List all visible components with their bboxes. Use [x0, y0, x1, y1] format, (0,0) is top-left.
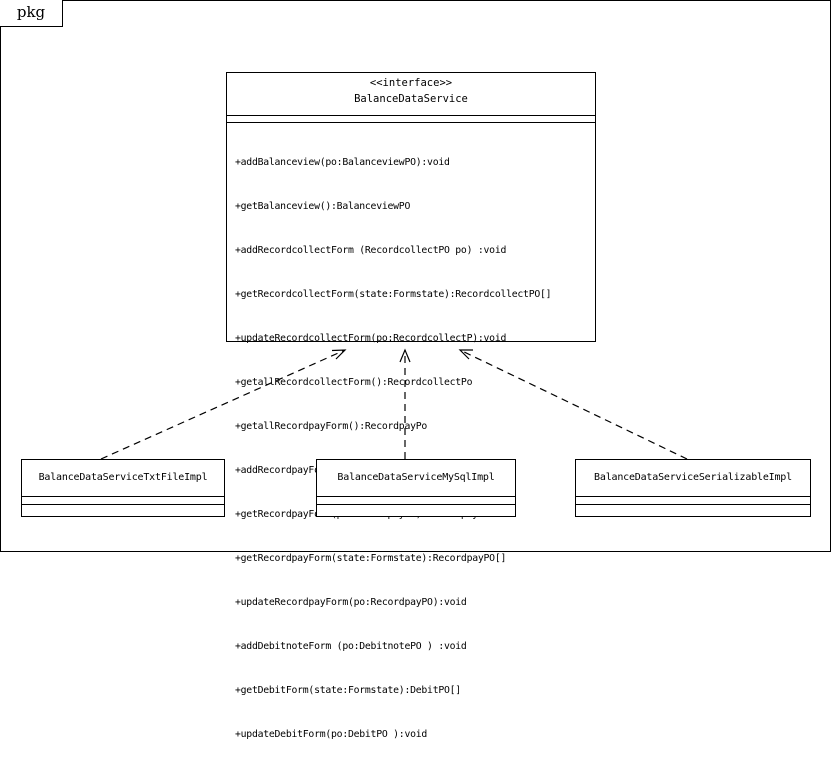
realization-arrow-txt-file — [100, 349, 346, 460]
class-attributes-compartment — [576, 497, 810, 505]
operation: +getRecordpayForm(state:Formstate):Recor… — [235, 553, 507, 565]
arrowhead-open-icon — [331, 349, 347, 360]
interface-name: BalanceDataService — [354, 93, 468, 105]
operation: +addBalanceview(po:BalanceviewPO):void — [235, 157, 450, 169]
class-attributes-compartment — [317, 497, 515, 505]
operation: +addRecordcollectForm (RecordcollectPO p… — [235, 245, 507, 257]
class-mysql-impl[interactable]: BalanceDataServiceMySqlImpl — [316, 459, 516, 517]
realization-arrow-serializable — [459, 349, 688, 460]
class-txt-file-impl[interactable]: BalanceDataServiceTxtFileImpl — [21, 459, 225, 517]
class-attributes-compartment — [22, 497, 224, 505]
class-serializable-impl[interactable]: BalanceDataServiceSerializableImpl — [575, 459, 811, 517]
operation: +getallRecordcollectForm():Recordcollect… — [235, 377, 473, 389]
interface-header: <<interface>> BalanceDataService — [227, 73, 595, 116]
class-name: BalanceDataServiceTxtFileImpl — [22, 460, 224, 497]
operation: +updateRecordpayForm(po:RecordpayPO):voi… — [235, 597, 467, 608]
operation: +getBalanceview():BalanceviewPO — [235, 201, 411, 213]
package-label: pkg — [16, 3, 46, 21]
arrowhead-open-icon — [399, 348, 411, 363]
operation: +updateDebitForm(po:DebitPO ):void — [235, 728, 428, 740]
operation: +getallRecordpayForm():RecordpayPo — [235, 421, 428, 433]
package-tab: pkg — [0, 0, 63, 27]
operation: +addDebitnoteForm (po:DebitnotePO ) :voi… — [235, 640, 467, 652]
operation: +updateRecordcollectForm(po:Recordcollec… — [235, 333, 507, 345]
interface-stereotype: <<interface>> — [369, 77, 453, 89]
realization-arrows — [100, 348, 688, 460]
class-name: BalanceDataServiceSerializableImpl — [576, 460, 810, 497]
interface-attributes-compartment — [227, 116, 595, 123]
class-name: BalanceDataServiceMySqlImpl — [317, 460, 515, 497]
arrowhead-open-icon — [458, 349, 473, 360]
operation: +getDebitForm(state:Formstate):DebitPO[] — [235, 684, 461, 696]
operation: +getRecordcollectForm(state:Formstate):R… — [235, 289, 552, 301]
